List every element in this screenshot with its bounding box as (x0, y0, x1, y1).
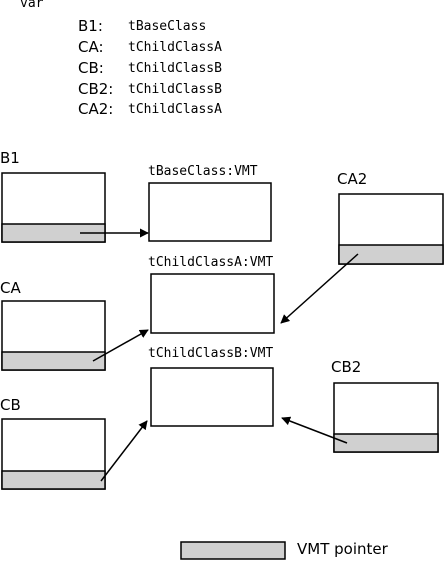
object-b1 (1, 172, 106, 243)
vmt-label-base: tBaseClass:VMT (148, 164, 258, 179)
object-ca (1, 300, 106, 371)
decl-name-ca2: CA2: (78, 100, 114, 118)
vmt-pointer-field-ca2 (338, 244, 444, 265)
decl-type-cb2: tChildClassB (128, 82, 222, 97)
object-label-cb: CB (0, 396, 21, 414)
arrow-ca2-to-child-a-vmt (280, 253, 359, 324)
vmt-label-child-a: tChildClassA:VMT (148, 255, 274, 270)
vmt-pointer-field-cb (1, 470, 106, 490)
arrow-ca-to-child-a-vmt (92, 329, 149, 362)
decl-name-ca: CA: (78, 38, 104, 56)
object-cb2 (333, 382, 439, 453)
decl-name-cb2: CB2: (78, 80, 114, 98)
object-label-ca: CA (0, 279, 21, 297)
legend-label: VMT pointer (297, 540, 388, 558)
var-keyword: var (20, 0, 44, 11)
object-label-ca2: CA2 (337, 170, 368, 188)
decl-type-ca: tChildClassA (128, 40, 222, 55)
vmt-box-child-a (150, 273, 275, 334)
decl-name-cb: CB: (78, 59, 104, 77)
vmt-pointer-field-cb2 (333, 433, 439, 453)
object-label-cb2: CB2 (331, 358, 362, 376)
object-cb (1, 418, 106, 490)
legend-swatch (180, 541, 286, 560)
object-label-b1: B1 (0, 149, 20, 167)
decl-type-cb: tChildClassB (128, 61, 222, 76)
object-ca2 (338, 193, 444, 265)
vmt-box-base (148, 182, 272, 242)
decl-name-b1: B1: (78, 17, 103, 35)
vmt-label-child-b: tChildClassB:VMT (148, 346, 274, 361)
decl-type-b1: tBaseClass (128, 19, 207, 34)
arrow-cb2-to-child-b-vmt (281, 416, 348, 444)
vmt-pointer-field-ca (1, 351, 106, 371)
arrow-cb-to-child-b-vmt (100, 420, 148, 482)
vmt-box-child-b (150, 367, 274, 427)
decl-type-ca2: tChildClassA (128, 102, 222, 117)
